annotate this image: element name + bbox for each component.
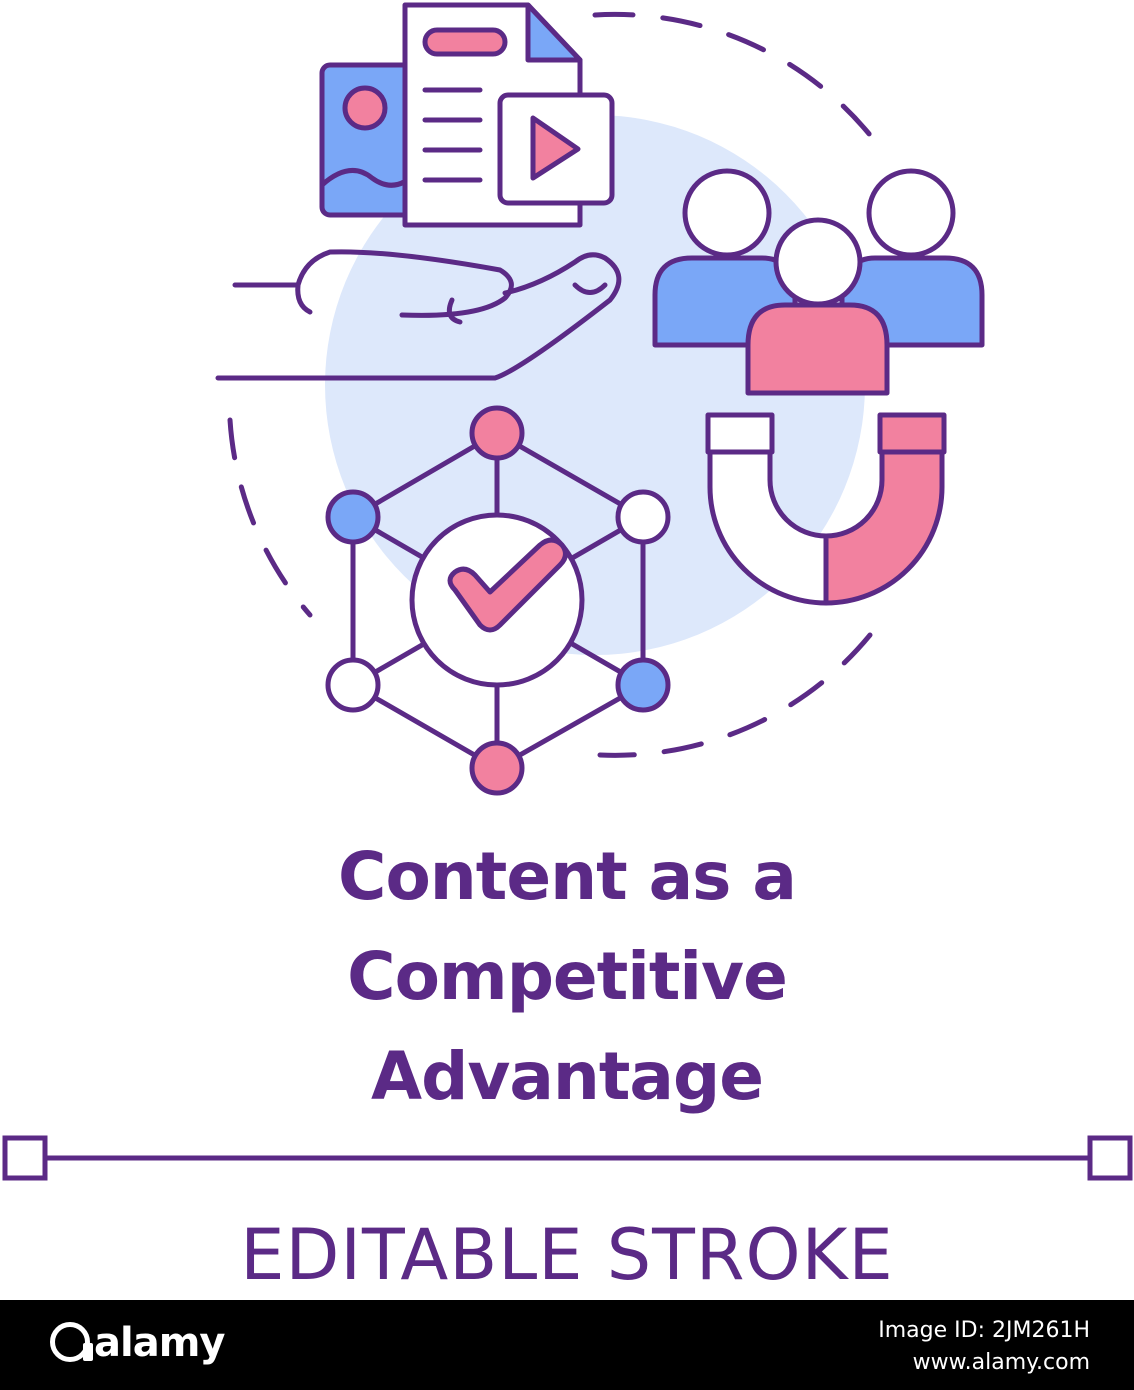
dashed-ring [227, 11, 873, 758]
editable-stroke-label: EDITABLE STROKE [240, 1214, 894, 1296]
open-hand-icon [215, 249, 622, 381]
brand-a-icon [50, 1322, 93, 1362]
brand-name: alamy [94, 1320, 225, 1366]
brand-logo: alamy [50, 1320, 225, 1366]
video-play-icon [497, 92, 615, 206]
watermark-footer: alamy Image ID: 2JM261H www.alamy.com [0, 1300, 1134, 1390]
checkmark-icon [447, 537, 568, 633]
magnet-icon [705, 412, 947, 606]
editable-stroke-line [2, 1135, 1133, 1181]
site-url: www.alamy.com [912, 1350, 1090, 1375]
image-id: Image ID: 2JM261H [878, 1318, 1090, 1343]
concept-illustration [2, 2, 1133, 1181]
title-line-3: Advantage [371, 1038, 764, 1115]
title-line-1: Content as a [338, 838, 797, 915]
network-hexagon-icon [325, 405, 671, 796]
people-group-icon [652, 168, 985, 396]
title-line-2: Competitive [347, 938, 788, 1015]
